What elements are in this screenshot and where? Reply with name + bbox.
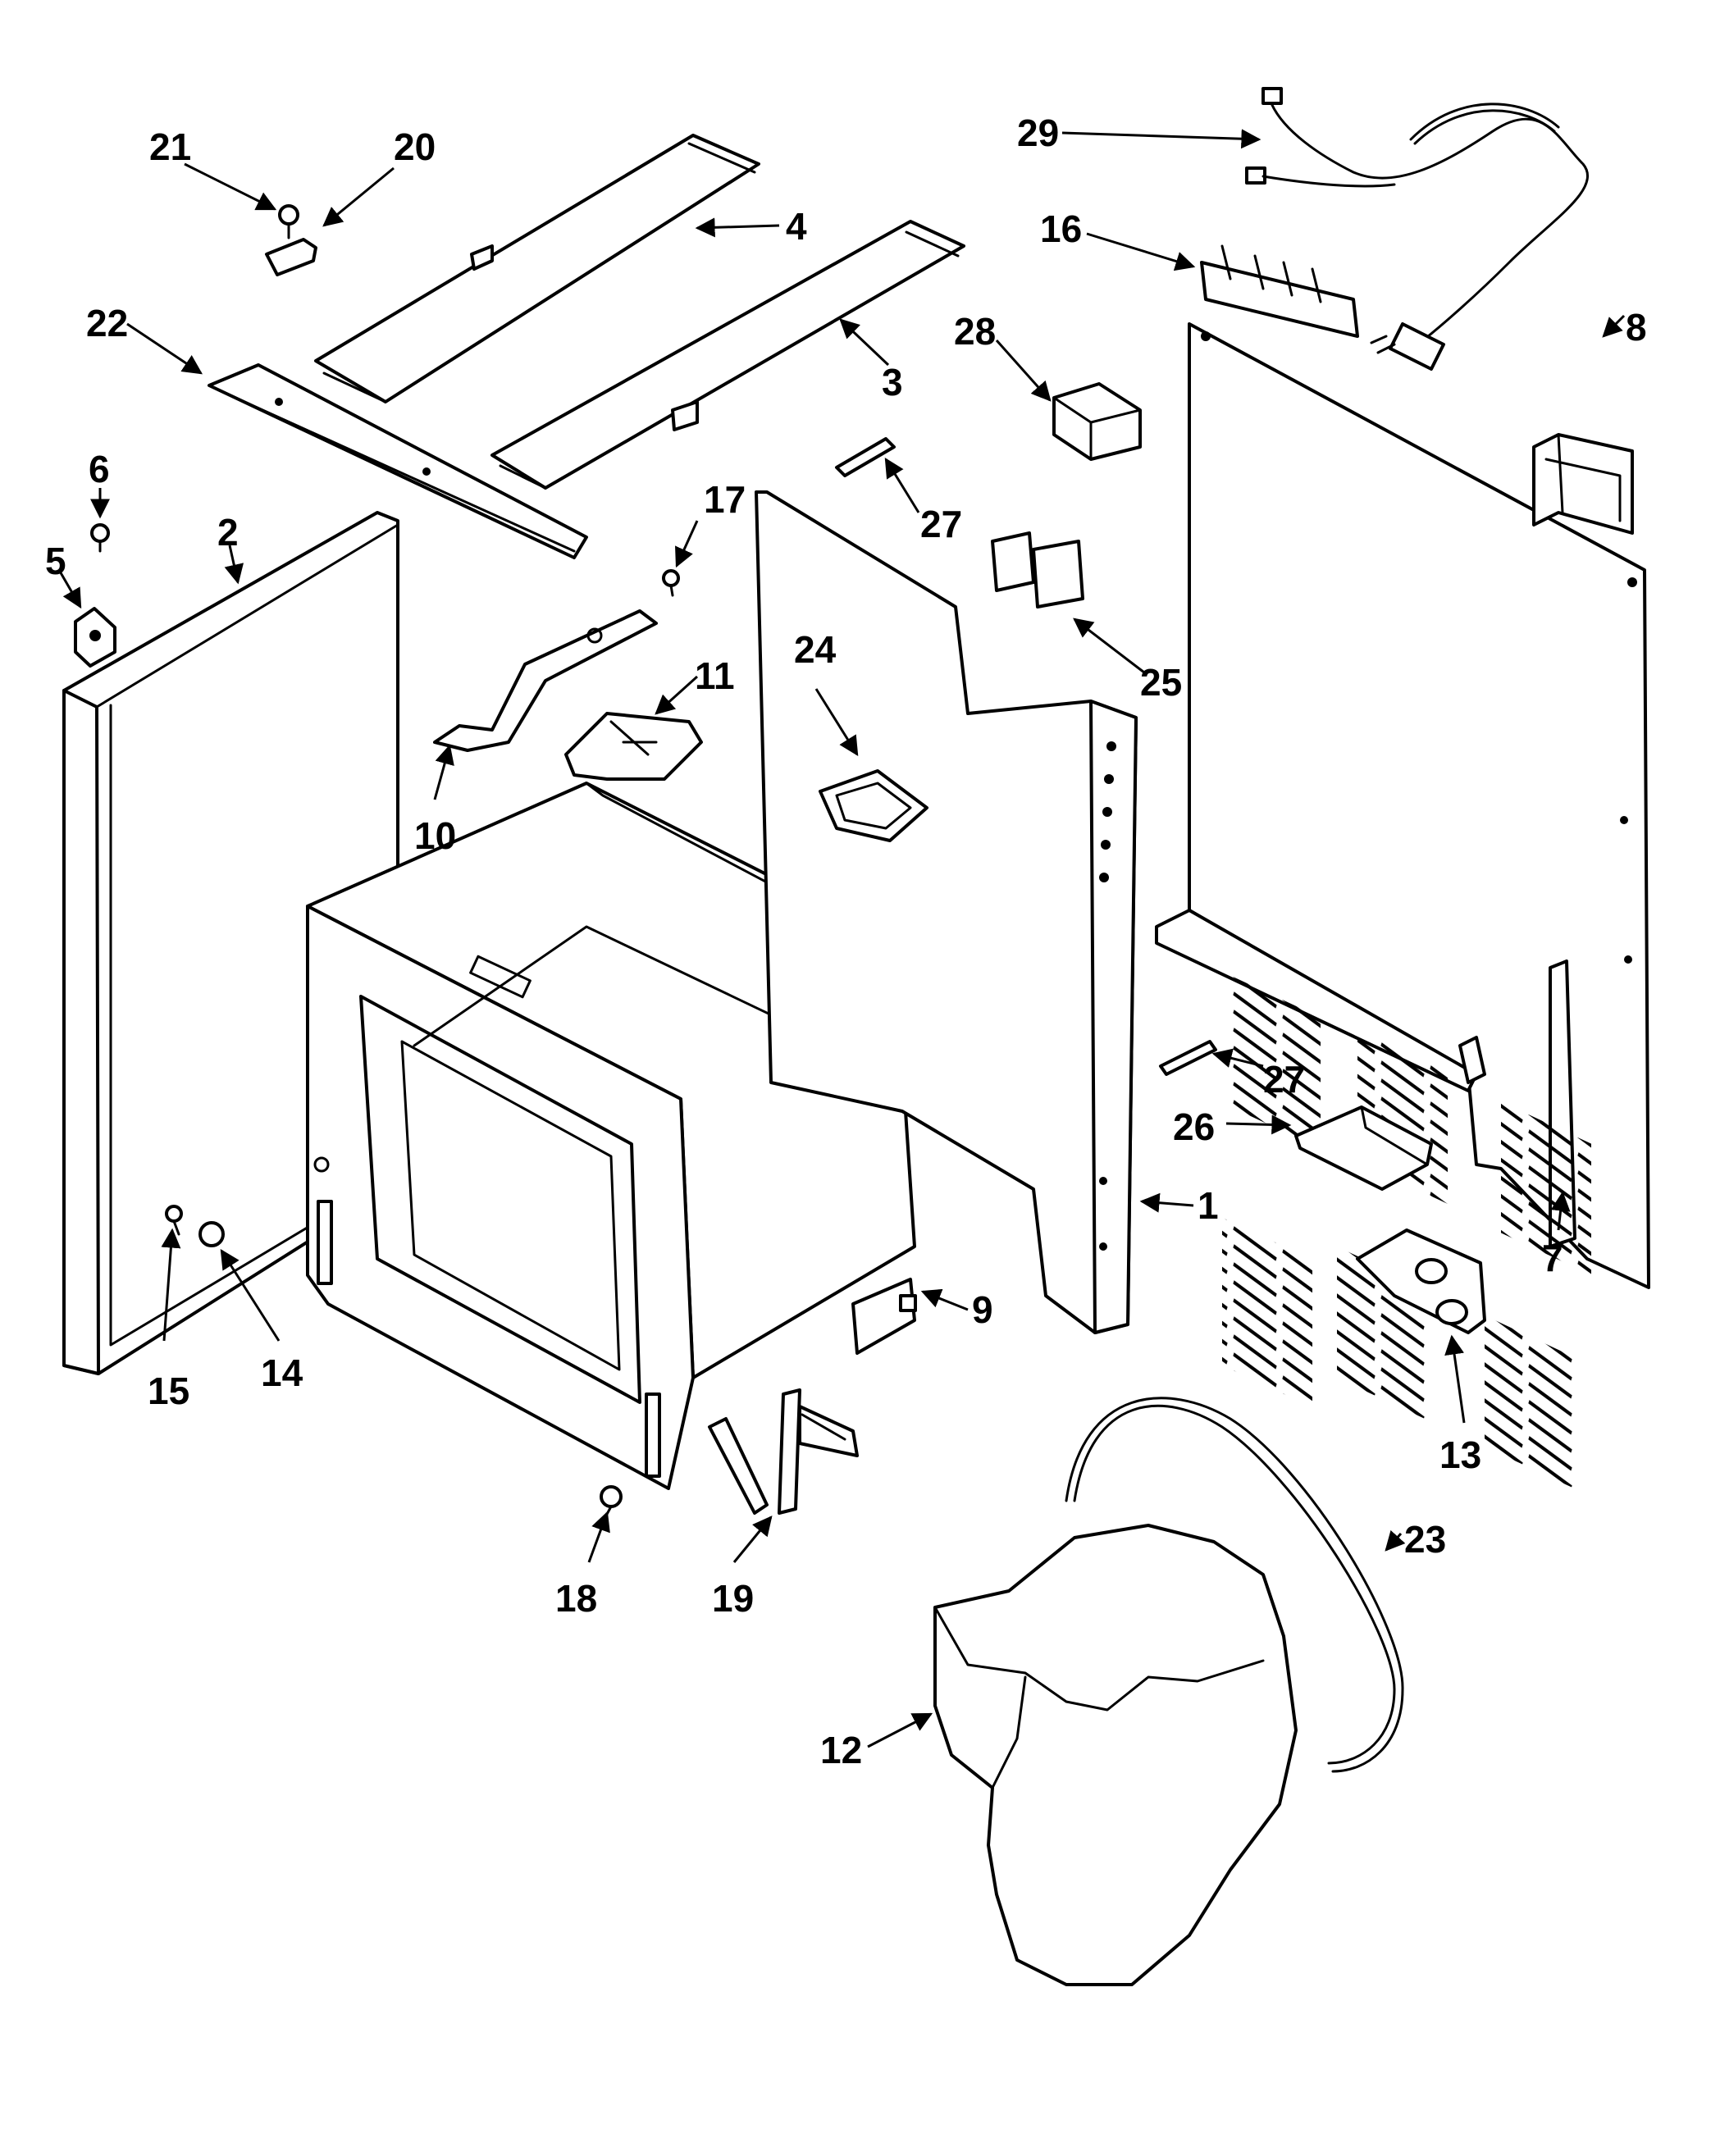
callout-9: 9 (972, 1288, 993, 1331)
callout-1: 1 (1198, 1184, 1219, 1227)
part-14-plug (198, 1221, 225, 1247)
callout-14: 14 (261, 1351, 303, 1394)
callout-8: 8 (1626, 306, 1647, 349)
callout-27-upper: 27 (920, 503, 962, 545)
callout-20: 20 (394, 125, 436, 168)
part-27-pin-lower (1159, 1040, 1217, 1076)
part-4-top-rail (314, 134, 760, 403)
callout-27-lower: 27 (1263, 1058, 1305, 1101)
callout-22: 22 (86, 302, 128, 344)
callout-15: 15 (148, 1370, 189, 1412)
part-19-hinge (708, 1388, 859, 1515)
part-25-clips (991, 531, 1084, 609)
callout-6: 6 (89, 448, 110, 490)
callout-17: 17 (704, 478, 746, 521)
oven-liner-box (306, 782, 916, 1490)
part-5-hinge-bracket (74, 607, 116, 668)
callout-4: 4 (786, 205, 807, 248)
part-26-angle-bracket (1294, 1105, 1433, 1191)
part-10-strap (433, 609, 658, 752)
part-24-grommet (819, 769, 928, 842)
part-16-terminal-block (1200, 244, 1359, 338)
part-1-side-frame (755, 490, 1138, 1334)
part-22-crossbar (208, 363, 588, 559)
part-11-latch (564, 712, 703, 781)
callout-18: 18 (555, 1577, 597, 1620)
part-18-screw (600, 1485, 623, 1519)
callout-7: 7 (1542, 1237, 1563, 1279)
part-21-screw (278, 204, 299, 239)
callout-26: 26 (1173, 1105, 1215, 1148)
callout-28: 28 (954, 310, 996, 353)
callout-10: 10 (414, 814, 456, 857)
part-13-mount-bracket (1356, 1228, 1486, 1334)
callout-3: 3 (882, 361, 903, 403)
part-12-insulation (933, 1524, 1298, 1986)
part-17-screw (662, 569, 680, 597)
callout-24: 24 (794, 628, 837, 671)
part-3-rail (490, 220, 965, 490)
part-6-screw (90, 523, 110, 553)
callout-25: 25 (1140, 661, 1182, 704)
callout-21: 21 (149, 125, 191, 168)
callout-5: 5 (45, 540, 66, 582)
part-29-power-cord (1245, 87, 1590, 371)
callout-19: 19 (712, 1577, 754, 1620)
callout-23: 23 (1404, 1518, 1446, 1561)
part-27-pin-upper (835, 437, 896, 477)
part-20-bracket (265, 238, 317, 276)
leader-lines (57, 129, 1626, 1748)
callout-labels: 1 2 3 4 5 6 7 8 9 10 11 12 13 14 15 16 1… (45, 112, 1647, 1771)
callout-29: 29 (1017, 112, 1059, 154)
callout-11: 11 (695, 654, 735, 697)
callout-2: 2 (217, 511, 239, 554)
part-8-bracket (1532, 433, 1634, 535)
part-23-gasket (1065, 1397, 1404, 1773)
callout-16: 16 (1040, 207, 1082, 250)
part-28-relay (1052, 382, 1142, 461)
callout-13: 13 (1439, 1434, 1481, 1476)
part-9-plate (851, 1278, 917, 1355)
callout-12: 12 (820, 1729, 862, 1771)
